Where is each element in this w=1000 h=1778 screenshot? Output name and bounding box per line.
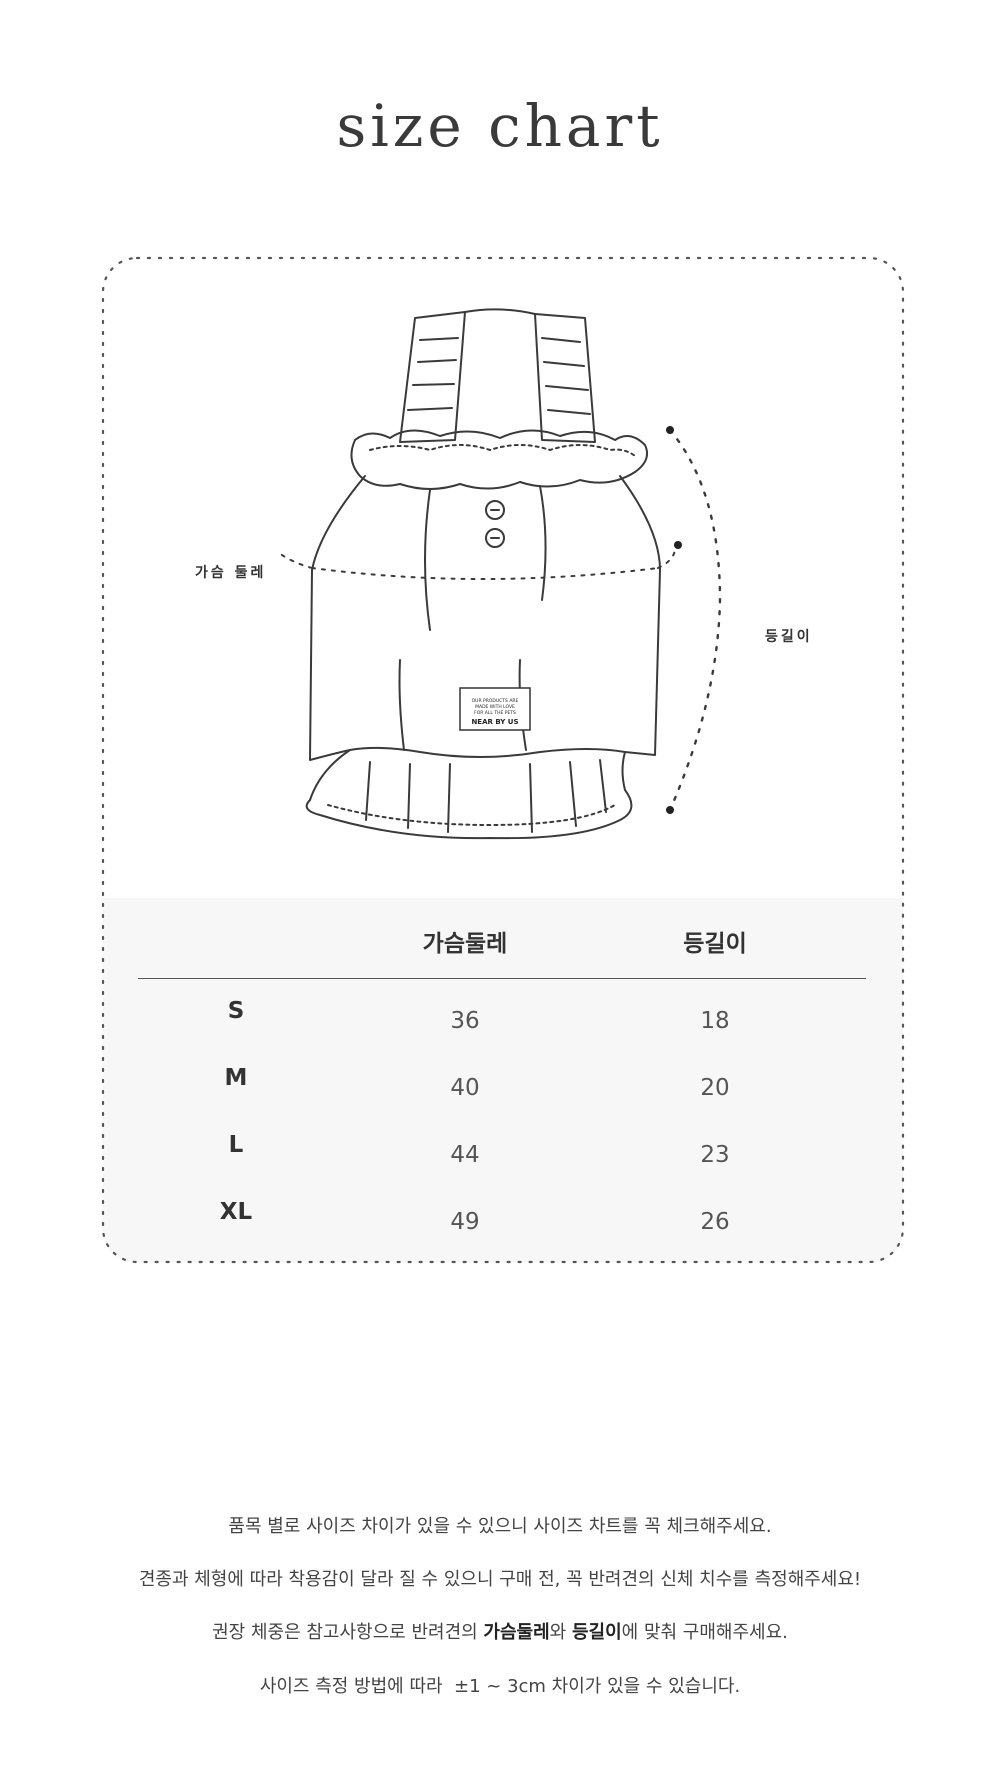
tag-brand: NEAR BY US [471,718,518,726]
table-divider [138,978,866,979]
size-table-panel [103,898,903,1262]
tag-text: OUR PRODUCTS ARE [472,698,519,704]
back-cell: 18 [700,1008,730,1034]
back-length-label: 등길이 [765,629,813,645]
header-back: 등길이 [683,931,747,957]
back-cell: 23 [700,1142,730,1168]
note-line: 사이즈 측정 방법에 따라 ±1 ~ 3cm 차이가 있을 수 있습니다. [259,1676,741,1697]
header-chest: 가슴둘레 [422,931,508,957]
note-line: 권장 체중은 참고사항으로 반려견의 가슴둘레와 등길이에 맞춰 구매해주세요. [212,1622,788,1643]
chest-measure-label: 가슴 둘레 [195,565,267,581]
size-cell: XL [219,1199,253,1225]
size-cell: M [224,1065,248,1091]
note-line: 견종과 체형에 따라 착용감이 달라 질 수 있으니 구매 전, 꼭 반려견의 … [138,1569,862,1590]
page-title: size chart [336,92,664,160]
note-line: 품목 별로 사이즈 차이가 있을 수 있으니 사이즈 차트를 꼭 체크해주세요. [228,1516,772,1537]
garment-illustration: OUR PRODUCTS ARE MADE WITH LOVE FOR ALL … [280,308,722,840]
chest-cell: 40 [450,1075,480,1101]
tag-text: FOR ALL THE PETS [474,710,516,716]
size-cell: S [227,998,245,1024]
back-cell: 20 [700,1075,730,1101]
chest-cell: 49 [450,1209,480,1235]
back-cell: 26 [700,1209,730,1235]
size-cell: L [228,1132,244,1158]
chest-cell: 44 [450,1142,480,1168]
tag-text: MADE WITH LOVE [475,704,515,710]
chest-cell: 36 [450,1008,480,1034]
